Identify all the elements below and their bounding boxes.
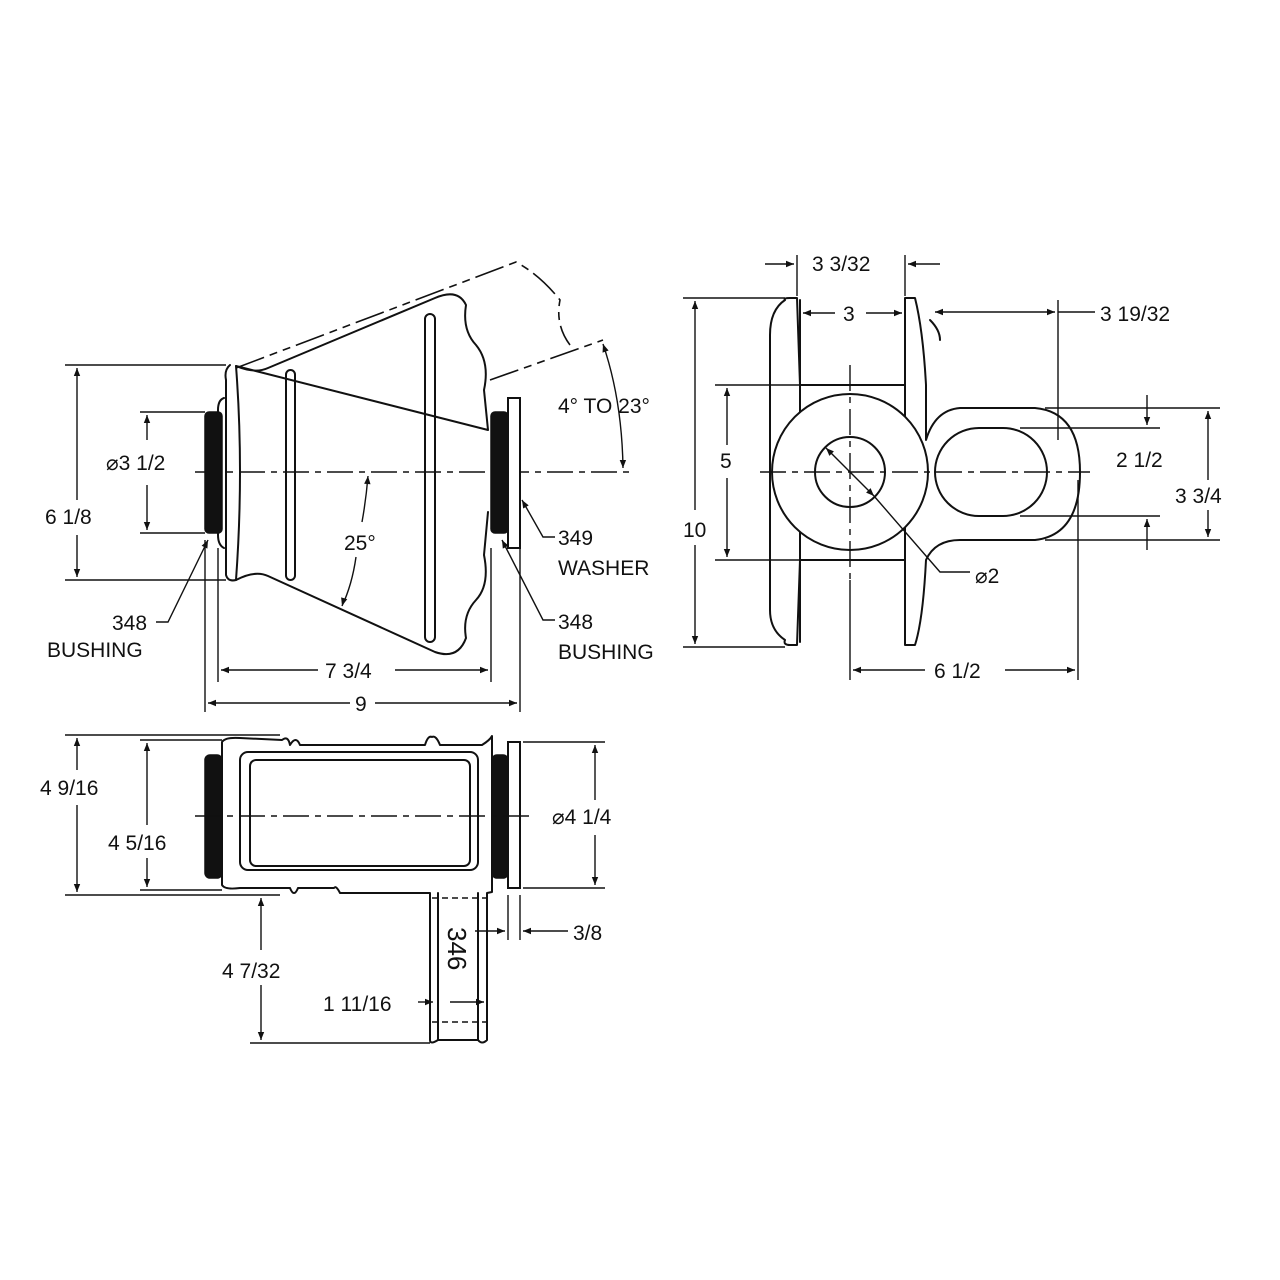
dim-taper-angle-label: 25° (344, 532, 376, 555)
dim-inner-height-label: 4 5/16 (108, 832, 166, 855)
dim-body-length-label: 7 3/4 (325, 660, 372, 683)
dim-overall-length-label: 9 (355, 693, 367, 716)
slot-left (285, 369, 296, 581)
washer-bottom (507, 741, 521, 889)
bottom-view-outline (221, 735, 493, 1044)
dim-flange-inner-label: 3 (843, 303, 855, 326)
callout-washer-number: 349 (558, 527, 593, 550)
dim-eye-height-label: 3 3/4 (1175, 485, 1222, 508)
dim-slot-width-label: 2 1/2 (1116, 449, 1163, 472)
callout-washer-name: WASHER (558, 557, 649, 580)
bushing-left (204, 411, 223, 534)
dim-eye-offset-label: 3 19/32 (1100, 303, 1170, 326)
end-view-outline (769, 297, 1081, 646)
dim-outer-height-label: 4 9/16 (40, 777, 98, 800)
dim-eye-length-label: 6 1/2 (934, 660, 981, 683)
part-number-label: 346 (442, 927, 472, 970)
dim-bore-dia-label: ⌀2 (975, 565, 999, 588)
washer (507, 397, 521, 549)
phantom-swing-outline (235, 261, 604, 381)
callout-right-name: BUSHING (558, 641, 654, 664)
dim-washer-thickness-label: 3/8 (573, 922, 602, 945)
dim-bushing-dia-label: ⌀3 1/2 (106, 452, 165, 475)
dim-bore-spacing-label: 5 (720, 450, 732, 473)
slot-right (424, 313, 436, 643)
dim-tab-width-label: 1 11/16 (323, 993, 392, 1016)
callout-left-number: 348 (112, 612, 147, 635)
dim-angle-range-label: 4° TO 23° (558, 395, 650, 418)
inner-bore (239, 751, 479, 871)
bushing-right (490, 411, 509, 534)
bottom-view: 4 9/16 4 5/16 ⌀4 1/4 3/8 4 7/32 1 11/16 … (40, 734, 612, 1044)
body-outline (224, 293, 489, 656)
body-flange-edge (235, 365, 241, 581)
dim-flange-outer-label: 3 3/32 (812, 253, 870, 276)
dim-overall-height-label: 10 (683, 519, 706, 542)
callout-left-name: BUSHING (47, 639, 143, 662)
dim-tab-offset-label: 4 7/32 (222, 960, 280, 983)
callout-right-number: 348 (558, 611, 593, 634)
dim-washer-dia-label: ⌀4 1/4 (552, 806, 612, 829)
end-view: ⌀2 3 3/32 3 3 19/32 5 10 2 1/2 3 3/4 6 1… (683, 253, 1222, 683)
front-view: 6 1/8 ⌀3 1/2 4° TO 23° 25° 7 3/4 9 348 B… (45, 261, 654, 716)
dim-height-label: 6 1/8 (45, 506, 92, 529)
